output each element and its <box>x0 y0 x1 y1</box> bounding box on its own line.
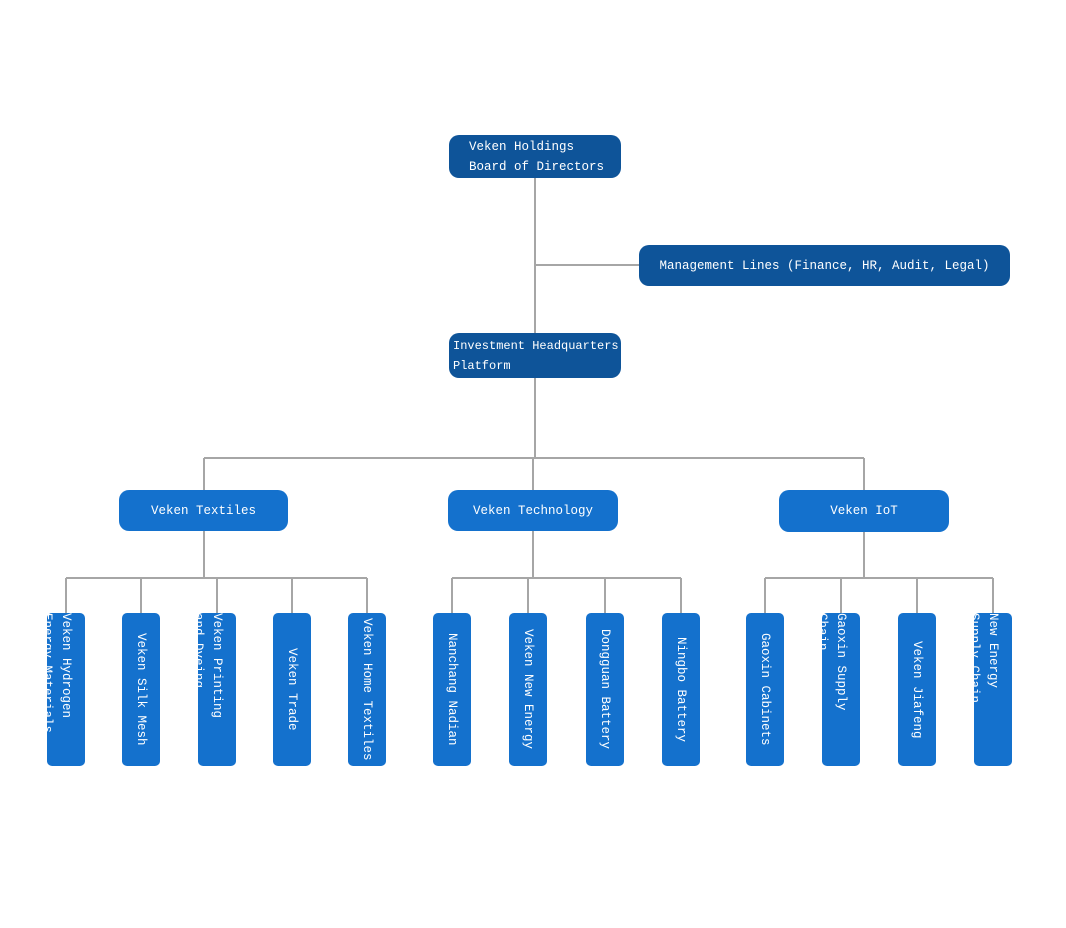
leaf-veken-printing-and-dyeing[interactable]: Veken Printing and Dyeing <box>191 613 236 766</box>
leaf-veken-new-energy[interactable]: Veken New Energy <box>509 613 547 766</box>
connector-trunk <box>534 177 639 333</box>
leaf-ningbo-battery[interactable]: Ningbo Battery <box>662 613 700 766</box>
leaf-veken-jiafeng[interactable]: Veken Jiafeng <box>898 613 936 766</box>
leaf-new-energy-supply-chain[interactable]: New Energy Supply Chain <box>967 613 1012 766</box>
leaf-veken-hydrogen-energy-materials[interactable]: Veken Hydrogen Energy Materials <box>40 613 85 766</box>
node-investment-platform[interactable]: Investment Headquarters Platform <box>449 333 621 378</box>
leaf-veken-home-textiles[interactable]: Veken Home Textiles <box>348 613 386 766</box>
leaf-veken-trade[interactable]: Veken Trade <box>273 613 311 766</box>
node-veken-textiles[interactable]: Veken Textiles <box>119 490 288 531</box>
connector-level2 <box>203 378 865 490</box>
node-management-lines[interactable]: Management Lines (Finance, HR, Audit, Le… <box>639 245 1010 286</box>
connector-textiles-group <box>65 531 368 613</box>
leaf-dongguan-battery[interactable]: Dongguan Battery <box>586 613 624 766</box>
leaf-gaoxin-supply-chain[interactable]: Gaoxin Supply Chain <box>815 613 860 766</box>
node-board-of-directors[interactable]: Veken Holdings Board of Directors <box>449 135 621 178</box>
leaf-gaoxin-cabinets[interactable]: Gaoxin Cabinets <box>746 613 784 766</box>
node-veken-iot[interactable]: Veken IoT <box>779 490 949 532</box>
node-veken-technology[interactable]: Veken Technology <box>448 490 618 531</box>
connector-technology-group <box>451 531 682 613</box>
leaf-nanchang-nadian[interactable]: Nanchang Nadian <box>433 613 471 766</box>
connector-iot-group <box>764 532 994 613</box>
leaf-veken-silk-mesh[interactable]: Veken Silk Mesh <box>122 613 160 766</box>
